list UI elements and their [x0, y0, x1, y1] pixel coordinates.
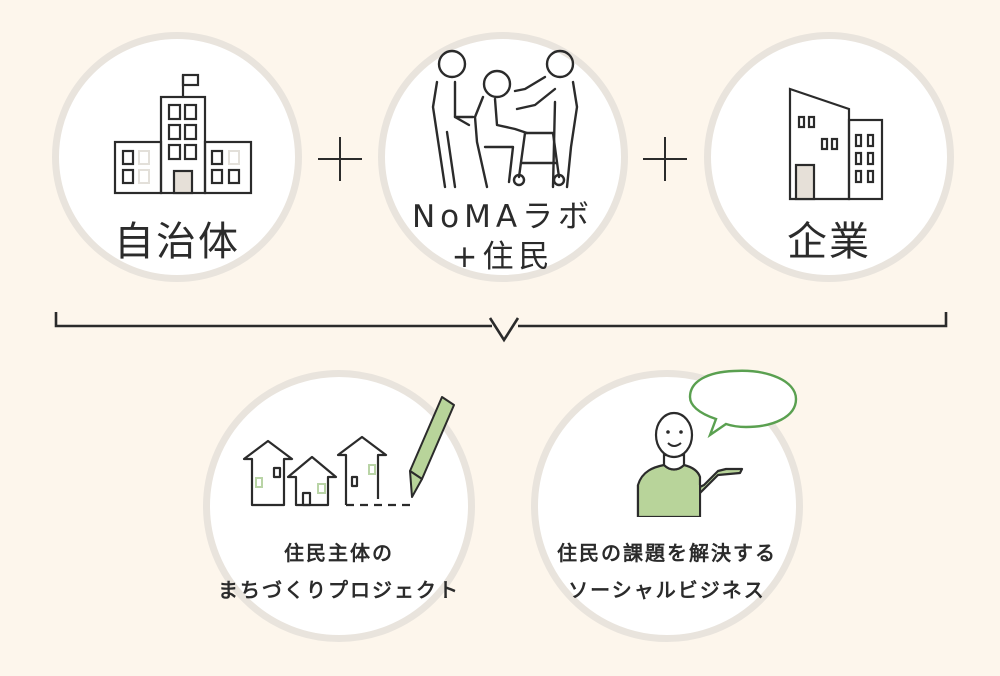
social-business-circle: 住民の課題を解決する ソーシャルビジネス: [531, 369, 803, 642]
town-planning-label-line2: まちづくりプロジェクト: [218, 578, 460, 602]
bracket-connector: [54, 312, 948, 343]
chevron-down-icon: [488, 317, 520, 343]
social-business-label-line2: ソーシャルビジネス: [568, 578, 766, 602]
city-hall-building-icon: [113, 73, 253, 195]
town-planning-label-line1: 住民主体の: [284, 541, 394, 565]
plus-icon: [643, 137, 687, 181]
town-planning-circle: 住民主体の まちづくりプロジェクト: [203, 370, 475, 642]
social-business-label-line1: 住民の課題を解決する: [557, 541, 777, 565]
plus-icon: [318, 137, 362, 181]
municipality-label: 自治体: [114, 219, 240, 265]
noma-residents-circle: NoMAラボ +住民: [378, 32, 628, 282]
person-with-speech-bubble-icon: [636, 369, 798, 517]
office-building-icon: [788, 87, 884, 201]
municipality-circle: 自治体: [52, 32, 302, 282]
company-label: 企業: [787, 219, 871, 265]
noma-label-line1: NoMAラボ: [411, 199, 595, 235]
houses-and-pencil-icon: [242, 396, 455, 507]
noma-label-line2: +住民: [451, 239, 555, 275]
company-circle: 企業: [704, 32, 954, 282]
speech-bubble-icon: [688, 369, 798, 439]
people-helping-elder-with-walker-icon: [431, 49, 579, 189]
